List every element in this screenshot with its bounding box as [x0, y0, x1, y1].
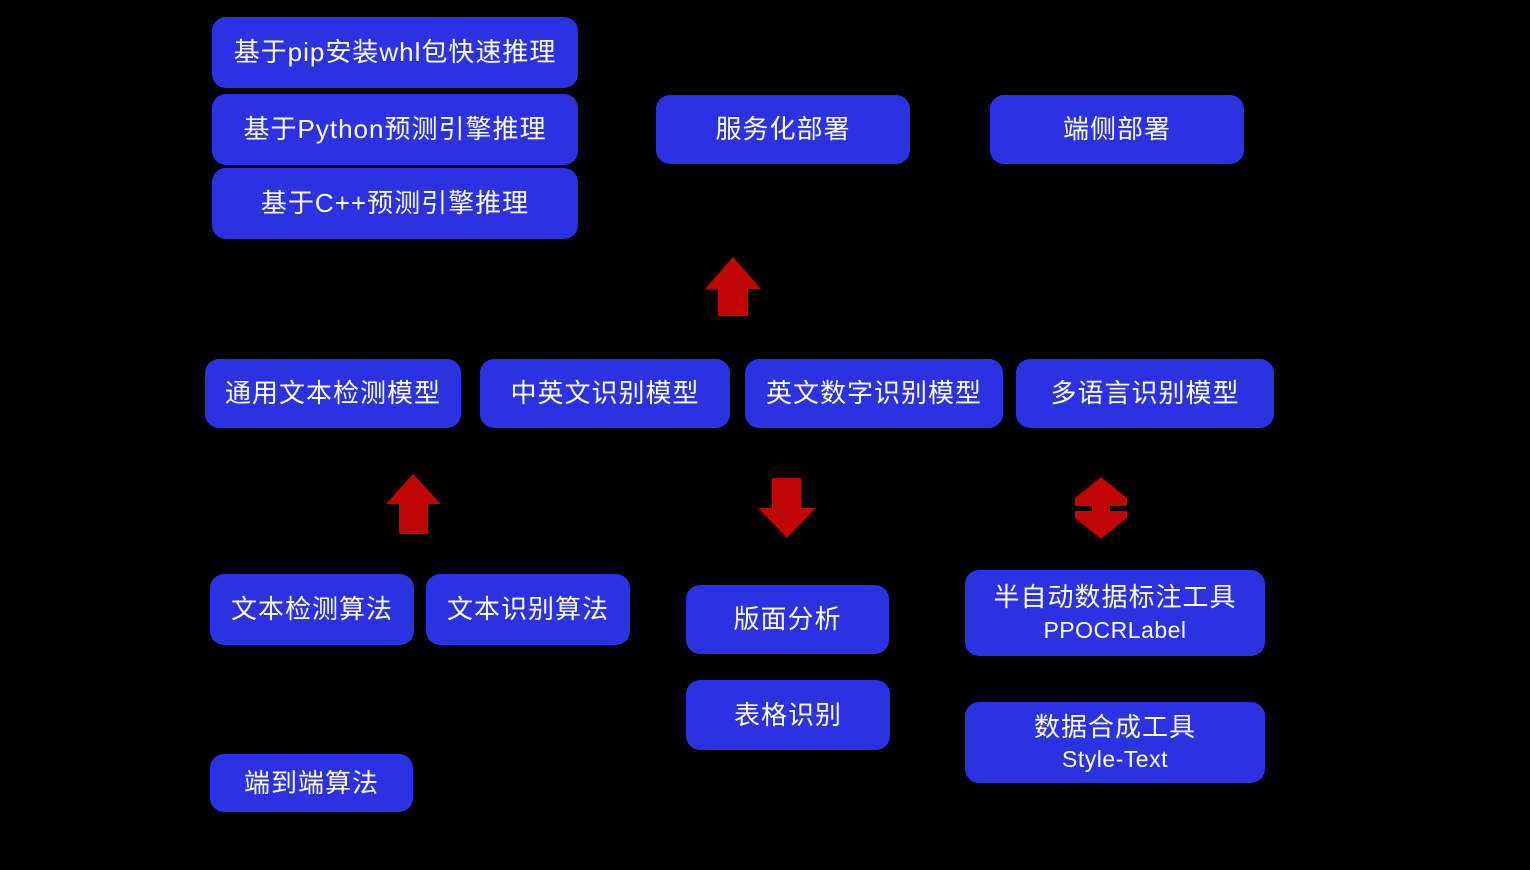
up-arrow-icon: [386, 474, 441, 534]
box-sublabel: Style-Text: [1062, 746, 1168, 773]
box-label: 表格识别: [733, 699, 842, 730]
box-layout-analysis: 版面分析: [686, 585, 889, 654]
box-label: 服务化部署: [715, 114, 851, 145]
box-label: 基于pip安装whl包快速推理: [233, 37, 557, 68]
box-en-number-recognition-model: 英文数字识别模型: [745, 359, 1003, 428]
up-arrow-icon: [705, 257, 761, 316]
box-label: 多语言识别模型: [1050, 378, 1240, 409]
box-text-detection-algorithm: 文本检测算法: [210, 574, 414, 645]
box-label: 文本检测算法: [230, 594, 393, 625]
box-multilingual-recognition-model: 多语言识别模型: [1016, 359, 1274, 428]
box-label: 基于Python预测引擎推理: [243, 114, 547, 145]
box-serving-deployment: 服务化部署: [656, 95, 910, 164]
box-text-recognition-algorithm: 文本识别算法: [426, 574, 630, 645]
box-styletext-data-synthesis-tool: 数据合成工具 Style-Text: [965, 702, 1265, 783]
box-ppocrlabel-annotation-tool: 半自动数据标注工具 PPOCRLabel: [965, 570, 1265, 656]
down-arrow-icon: [758, 478, 816, 538]
box-label: 通用文本检测模型: [224, 378, 441, 409]
box-cpp-engine-inference: 基于C++预测引擎推理: [212, 168, 578, 239]
box-end-to-end-algorithm: 端到端算法: [210, 754, 413, 812]
box-label: 端到端算法: [243, 767, 379, 798]
box-label: 版面分析: [733, 604, 842, 635]
box-sublabel: PPOCRLabel: [1043, 616, 1187, 643]
up-down-arrow-icon: [1075, 477, 1127, 539]
box-python-engine-inference: 基于Python预测引擎推理: [212, 94, 578, 165]
box-label: 基于C++预测引擎推理: [260, 188, 530, 219]
box-table-recognition: 表格识别: [686, 680, 890, 750]
box-label: 数据合成工具: [1033, 711, 1196, 742]
box-cn-en-recognition-model: 中英文识别模型: [480, 359, 730, 428]
box-general-text-detection-model: 通用文本检测模型: [205, 359, 461, 428]
box-label: 端侧部署: [1062, 114, 1171, 145]
box-label: 半自动数据标注工具: [993, 582, 1237, 613]
box-label: 文本识别算法: [446, 594, 609, 625]
box-pip-whl-inference: 基于pip安装whl包快速推理: [212, 17, 578, 88]
box-label: 英文数字识别模型: [765, 378, 982, 409]
box-edge-deployment: 端侧部署: [990, 95, 1244, 164]
box-label: 中英文识别模型: [510, 378, 700, 409]
